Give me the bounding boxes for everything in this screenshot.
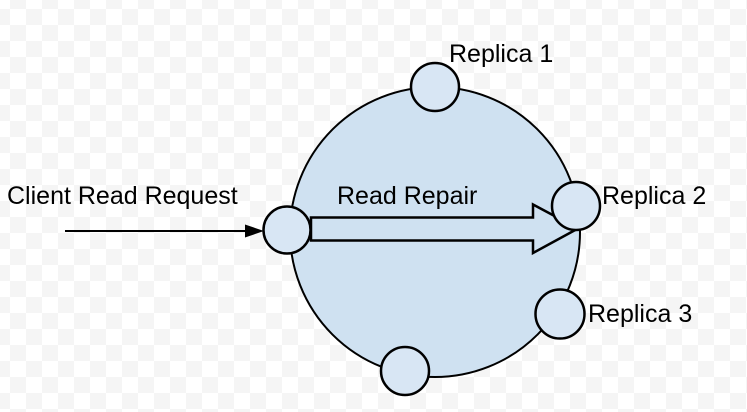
read-repair-label: Read Repair bbox=[337, 182, 478, 210]
node-coordinator bbox=[262, 205, 312, 255]
replica-1-label: Replica 1 bbox=[449, 40, 554, 68]
node-bottom bbox=[379, 345, 431, 397]
read-repair-arrow bbox=[309, 202, 581, 256]
client-request-arrowhead-icon bbox=[245, 224, 264, 238]
client-read-request-label: Client Read Request bbox=[7, 182, 238, 210]
node-replica-3 bbox=[534, 288, 586, 340]
replica-2-label: Replica 2 bbox=[602, 182, 707, 210]
node-replica-2 bbox=[550, 180, 602, 232]
replica-3-label: Replica 3 bbox=[588, 300, 693, 328]
node-replica-1 bbox=[409, 61, 461, 113]
